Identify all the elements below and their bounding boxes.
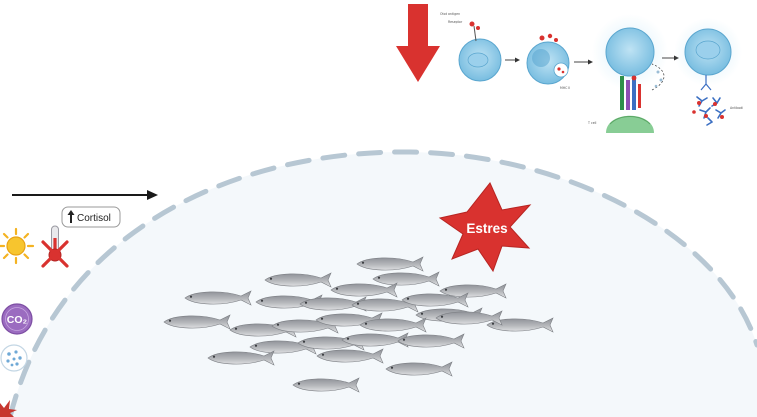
stress-burst-text: Estres: [466, 221, 507, 236]
cell-4: Antibodi: [674, 18, 743, 125]
co2-bubble-icon: CO₂: [2, 304, 32, 334]
cell-2: MHC II: [527, 34, 570, 90]
particles-icon: [1, 345, 27, 371]
cell-3: T cell: [587, 14, 668, 133]
thermometer-icon: [43, 226, 67, 266]
antibody-cluster: [697, 97, 725, 125]
cortisol-label: Cortisol: [62, 207, 120, 227]
svg-text:Reseptor: Reseptor: [448, 20, 463, 24]
co2-text: CO₂: [7, 314, 28, 326]
down-arrow-icon: [396, 4, 440, 82]
cell-1: Otot antigen Reseptor: [440, 12, 501, 81]
tank-water: [10, 152, 757, 417]
svg-text:MHC II: MHC II: [560, 86, 570, 90]
right-arrow-icon: [12, 190, 158, 200]
sun-icon: [0, 229, 33, 263]
svg-text:T cell: T cell: [587, 121, 597, 125]
immune-process-panel: Otot antigen Reseptor MHC II: [440, 12, 743, 133]
svg-text:Antibodi: Antibodi: [730, 106, 743, 110]
cortisol-text: Cortisol: [77, 213, 111, 224]
svg-text:Otot antigen: Otot antigen: [440, 12, 460, 16]
